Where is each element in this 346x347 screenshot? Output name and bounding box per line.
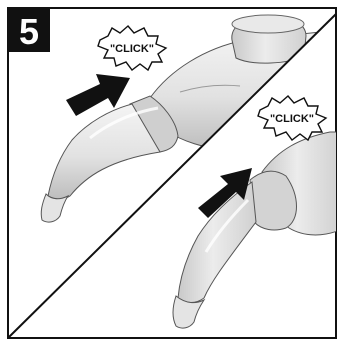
- step-number: 5: [19, 11, 39, 52]
- top-knob-cap: [232, 15, 304, 33]
- click-label-bottom: "CLICK": [270, 113, 314, 125]
- click-label-top: "CLICK": [110, 43, 154, 55]
